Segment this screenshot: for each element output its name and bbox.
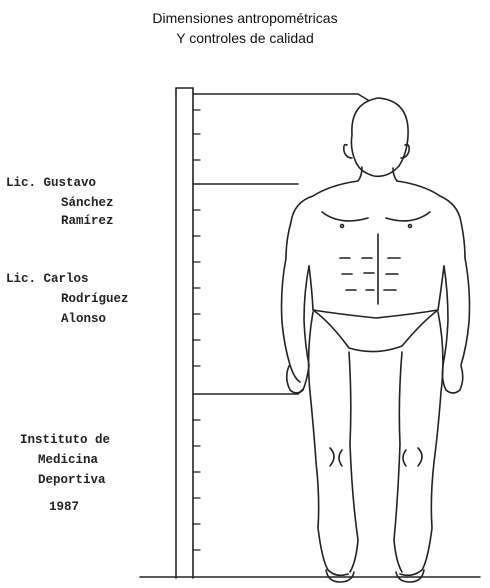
human-figure-outline (282, 98, 470, 582)
measurement-lines (193, 94, 368, 394)
measuring-rod (176, 88, 200, 578)
